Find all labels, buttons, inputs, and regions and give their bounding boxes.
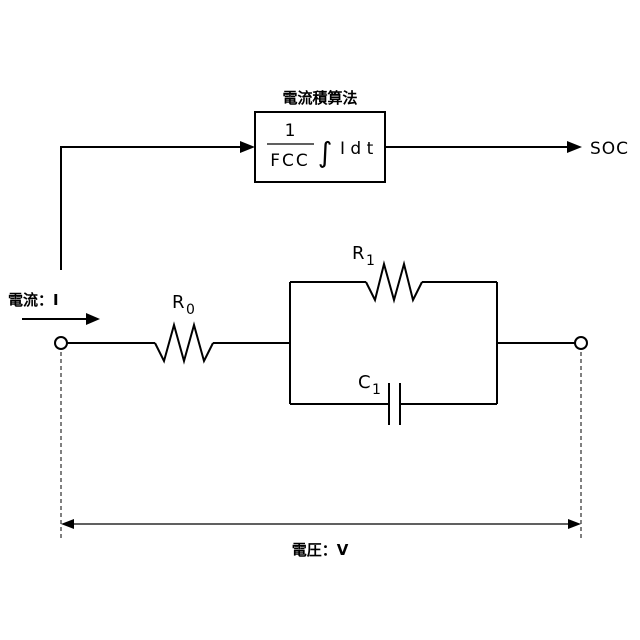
voltage-arrow-head-left	[61, 519, 74, 529]
output-label: SOC	[590, 139, 629, 159]
output-arrow	[567, 141, 582, 153]
block-numerator: 1	[285, 121, 296, 141]
block-input-arrow	[240, 141, 255, 153]
r1-subscript: 1	[366, 253, 375, 269]
block-title: 電流積算法	[282, 89, 357, 107]
r0-letter: R	[172, 292, 185, 313]
right-terminal	[575, 337, 587, 349]
c1-letter: C	[358, 372, 371, 393]
feed-wire	[61, 147, 245, 270]
resistor-r0	[155, 325, 213, 361]
current-label: 電流：I	[8, 291, 59, 309]
r1-letter: R	[352, 243, 365, 264]
left-terminal	[55, 337, 67, 349]
resistor-r1	[366, 264, 422, 300]
voltage-label: 電圧：V	[292, 541, 349, 559]
block-integrand: I d t	[340, 139, 374, 159]
integral-symbol: ∫	[318, 136, 333, 169]
block-denominator: FCC	[270, 151, 310, 171]
c1-subscript: 1	[372, 382, 381, 398]
voltage-arrow-head-right	[568, 519, 581, 529]
r0-subscript: 0	[186, 302, 195, 318]
current-arrow-head	[86, 313, 100, 325]
